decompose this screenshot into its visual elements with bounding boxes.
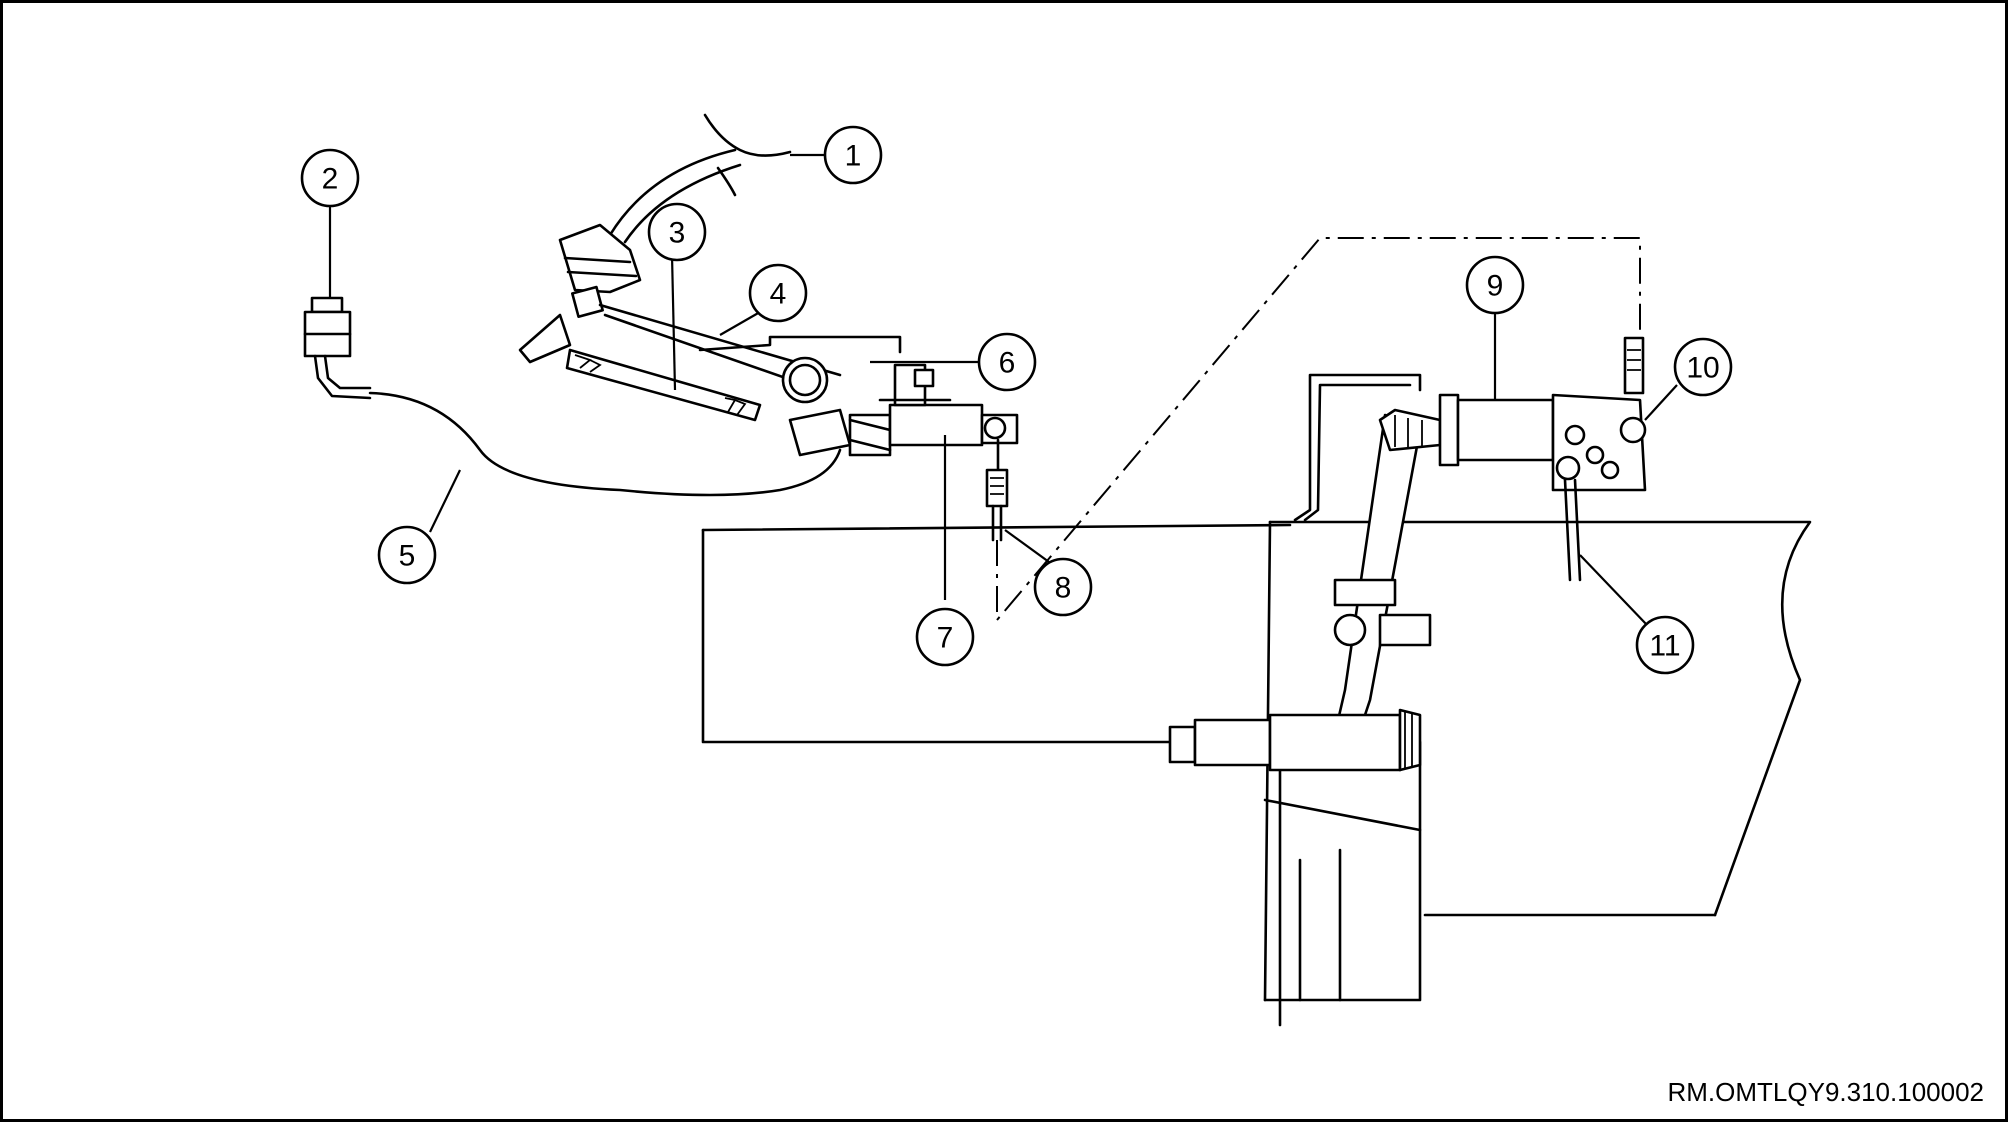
reference-code: RM.OMTLQY9.310.100002	[1667, 1077, 1985, 1107]
master-cylinder	[788, 363, 1019, 472]
callout-10: 10	[1673, 337, 1733, 397]
callout-4: 4	[748, 263, 808, 323]
release-rod	[1563, 478, 1582, 582]
bleeder-screw	[1619, 336, 1647, 444]
callout-label-11: 11	[1649, 630, 1680, 663]
callout-6: 6	[977, 332, 1037, 392]
dashdot-pipe-route	[996, 237, 1641, 623]
callout-label-4: 4	[770, 278, 787, 311]
reservoir-hose	[368, 391, 842, 497]
callout-1: 1	[823, 125, 883, 185]
callout-label-8: 8	[1055, 572, 1072, 605]
pedal-assembly	[518, 223, 902, 422]
callout-label-2: 2	[322, 163, 339, 196]
callout-label-9: 9	[1487, 270, 1504, 303]
callout-5: 5	[377, 525, 437, 585]
callout-label-3: 3	[669, 217, 686, 250]
callout-label-5: 5	[399, 540, 416, 573]
clutch-pipe	[985, 468, 1009, 542]
callout-7: 7	[915, 607, 975, 667]
callout-2: 2	[300, 148, 360, 208]
callout-11: 11	[1635, 615, 1695, 675]
slave-cylinder-lower	[1168, 708, 1422, 772]
frame-rail	[701, 523, 1292, 744]
leader-lines	[328, 153, 1678, 626]
reservoir-tank	[303, 296, 372, 400]
callout-8: 8	[1033, 557, 1093, 617]
release-cylinder	[1378, 393, 1647, 492]
callout-9: 9	[1465, 255, 1525, 315]
gearshift-lever	[608, 113, 792, 244]
callout-label-6: 6	[999, 347, 1016, 380]
callout-label-10: 10	[1686, 352, 1719, 385]
callout-label-1: 1	[845, 140, 862, 173]
callout-3: 3	[647, 202, 707, 262]
callout-label-7: 7	[937, 622, 954, 655]
